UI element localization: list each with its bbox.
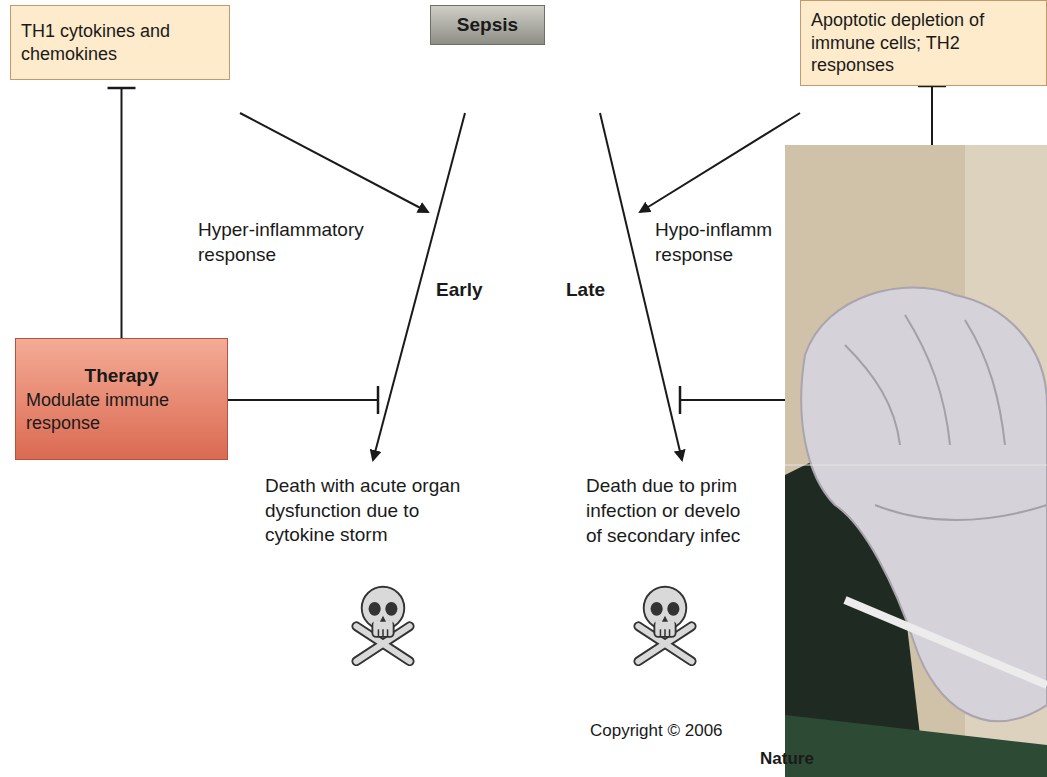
glove-hand <box>801 288 1047 722</box>
th2-arrow <box>640 113 800 212</box>
copyright-label: Copyright © 2006 <box>590 720 723 742</box>
inhibit-line <box>680 399 790 401</box>
box-text: Therapy <box>26 364 217 388</box>
box-text: Apoptotic depletion of immune cells; TH2… <box>811 9 1036 77</box>
box-body: Modulate immune response <box>26 389 217 434</box>
glove-crease <box>965 320 1005 445</box>
glove-crease <box>875 505 1047 520</box>
copyright-label: Nature <box>760 748 814 770</box>
glove-crease <box>905 315 950 445</box>
photo-wall <box>785 145 1047 777</box>
inhibit-bar <box>108 87 136 90</box>
phase-label: Late <box>566 278 605 303</box>
box-text: Sepsis <box>457 13 518 37</box>
late-arrow <box>600 113 682 460</box>
outcome-label: Death with acute organ dysfunction due t… <box>265 474 477 548</box>
outcome-label: infection or develo <box>586 499 740 524</box>
skull-icon <box>356 587 409 661</box>
sepsis-box: Sepsis <box>430 5 545 45</box>
box-text: TH1 cytokines and chemokines <box>21 20 219 65</box>
photo-seam <box>785 465 1047 466</box>
skull-icon <box>638 587 691 661</box>
inhibit-line <box>931 86 933 150</box>
outcome-label: Death due to prim <box>586 474 737 499</box>
response-label: Hypo-inflamm response <box>655 218 783 267</box>
inhibit-connector <box>108 88 136 338</box>
glove-photo <box>785 145 1047 777</box>
cytokine-box: TH1 cytokines and chemokines <box>10 5 230 80</box>
connector-line <box>121 88 123 338</box>
inhibit-line <box>228 399 378 401</box>
phase-label: Early <box>436 278 482 303</box>
response-label: Hyper-inflammatory response <box>198 218 413 267</box>
photo-tube <box>845 600 1047 685</box>
th1-arrow <box>240 113 428 212</box>
inhibit-bar <box>377 386 380 414</box>
apoptosis-box: Apoptotic depletion of immune cells; TH2… <box>800 0 1047 86</box>
outcome-label: of secondary infec <box>586 524 740 549</box>
therapy-box: TherapyModulate immune response <box>15 338 228 460</box>
glove-crease <box>845 345 900 445</box>
photo-cloth <box>785 715 1047 777</box>
